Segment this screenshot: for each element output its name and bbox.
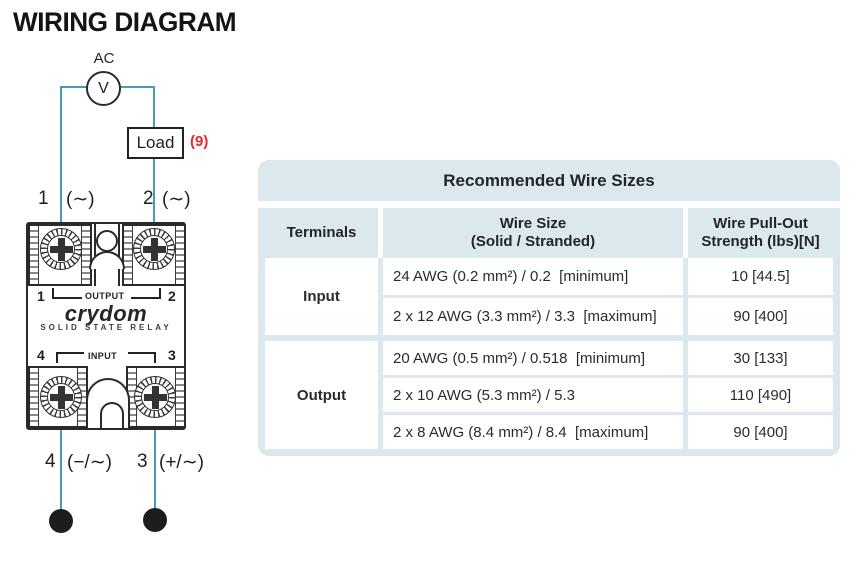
- recommended-wire-sizes-table: Recommended Wire Sizes Terminals Wire Si…: [258, 160, 840, 456]
- wire-terminal4-vertical: [60, 397, 62, 521]
- terminal2-symbol: (∼): [162, 189, 191, 210]
- screw-terminal-4-icon: [40, 376, 82, 418]
- terminal1-number: 1: [38, 188, 49, 209]
- relay-output-num-left: 1: [37, 288, 45, 304]
- strength-cell: 30 [133]: [688, 341, 833, 375]
- wire-terminal1-vertical: [60, 86, 62, 250]
- wire-ac-right-horizontal: [119, 86, 155, 88]
- wire-ac-left-horizontal: [60, 86, 88, 88]
- column-header-wire-size: Wire Size (Solid / Stranded): [383, 208, 683, 258]
- relay-output-bracket-left: [52, 288, 82, 299]
- terminal1-symbol: (∼): [66, 189, 95, 210]
- strength-cell: 90 [400]: [688, 415, 833, 449]
- relay-input-bracket-right: [128, 352, 156, 363]
- relay-brand-subtitle: SOLID STATE RELAY: [40, 323, 172, 332]
- relay-input-num-right: 3: [168, 347, 176, 363]
- relay-output-num-right: 2: [168, 288, 176, 304]
- wire-size-cell: 2 x 8 AWG (8.4 mm²) / 8.4 [maximum]: [383, 415, 683, 449]
- terminal3-symbol: (+/∼): [159, 452, 204, 473]
- load-box: Load: [127, 127, 184, 159]
- relay-terminal-block-1: [28, 224, 92, 286]
- ac-source-label: AC: [93, 50, 115, 67]
- wire-size-cell: 24 AWG (0.2 mm²) / 0.2 [minimum]: [383, 258, 683, 295]
- table-title: Recommended Wire Sizes: [443, 170, 655, 190]
- column-header-terminals: Terminals: [265, 208, 378, 258]
- strength-header-line1: Wire Pull-Out: [713, 215, 808, 233]
- terminal4-symbol: (−/∼): [67, 452, 112, 473]
- terminal2-number: 2: [143, 188, 154, 209]
- wire-terminal2-vertical: [153, 86, 155, 250]
- strength-cell: 90 [400]: [688, 298, 833, 335]
- wire-size-cell: 2 x 12 AWG (3.3 mm²) / 3.3 [maximum]: [383, 298, 683, 335]
- terminal-group-label: Output: [265, 341, 378, 449]
- table-group-input: Input 24 AWG (0.2 mm²) / 0.2 [minimum] 1…: [265, 258, 833, 335]
- voltage-source-icon: V: [86, 71, 121, 106]
- strength-header-line2: Strength (lbs)[N]: [701, 233, 820, 250]
- wire-terminal3-vertical: [154, 397, 156, 520]
- table-header-row: Terminals Wire Size (Solid / Stranded) W…: [265, 208, 833, 258]
- load-label: Load: [136, 133, 175, 152]
- load-reference-number: (9): [190, 133, 209, 150]
- screw-terminal-1-icon: [40, 228, 82, 270]
- wire-size-header-line1: Wire Size: [499, 215, 567, 233]
- table-group-output: Output 20 AWG (0.5 mm²) / 0.518 [minimum…: [265, 341, 833, 449]
- terminal4-number: 4: [45, 451, 56, 472]
- connection-dot-terminal4: [49, 509, 73, 533]
- wire-size-cell: 2 x 10 AWG (5.3 mm²) / 5.3: [383, 378, 683, 412]
- relay-bottom-arch-notch: [100, 402, 124, 428]
- screw-terminal-2-icon: [133, 228, 175, 270]
- column-header-terminals-text: Terminals: [286, 224, 357, 242]
- wire-size-cell: 20 AWG (0.5 mm²) / 0.518 [minimum]: [383, 341, 683, 375]
- screw-terminal-3-icon: [134, 376, 176, 418]
- relay-output-label: OUTPUT: [85, 291, 125, 301]
- connection-dot-terminal3: [143, 508, 167, 532]
- relay-output-bracket-right: [131, 288, 161, 299]
- terminal3-number: 3: [137, 451, 148, 472]
- relay-brand-logo: crydom: [64, 301, 148, 326]
- strength-cell: 10 [44.5]: [688, 258, 833, 295]
- table-title-divider: [258, 201, 840, 208]
- relay-input-num-left: 4: [37, 347, 45, 363]
- column-header-pullout-strength: Wire Pull-Out Strength (lbs)[N]: [688, 208, 833, 258]
- relay-input-bracket-left: [56, 352, 84, 363]
- terminal-group-label: Input: [265, 258, 378, 335]
- wire-size-header-line2: (Solid / Stranded): [470, 233, 596, 250]
- voltage-source-symbol: V: [98, 79, 109, 97]
- relay-input-label: INPUT: [88, 351, 117, 361]
- page-title: WIRING DIAGRAM: [13, 7, 237, 37]
- relay-mounting-hole-icon: [96, 230, 118, 252]
- strength-cell: 110 [490]: [688, 378, 833, 412]
